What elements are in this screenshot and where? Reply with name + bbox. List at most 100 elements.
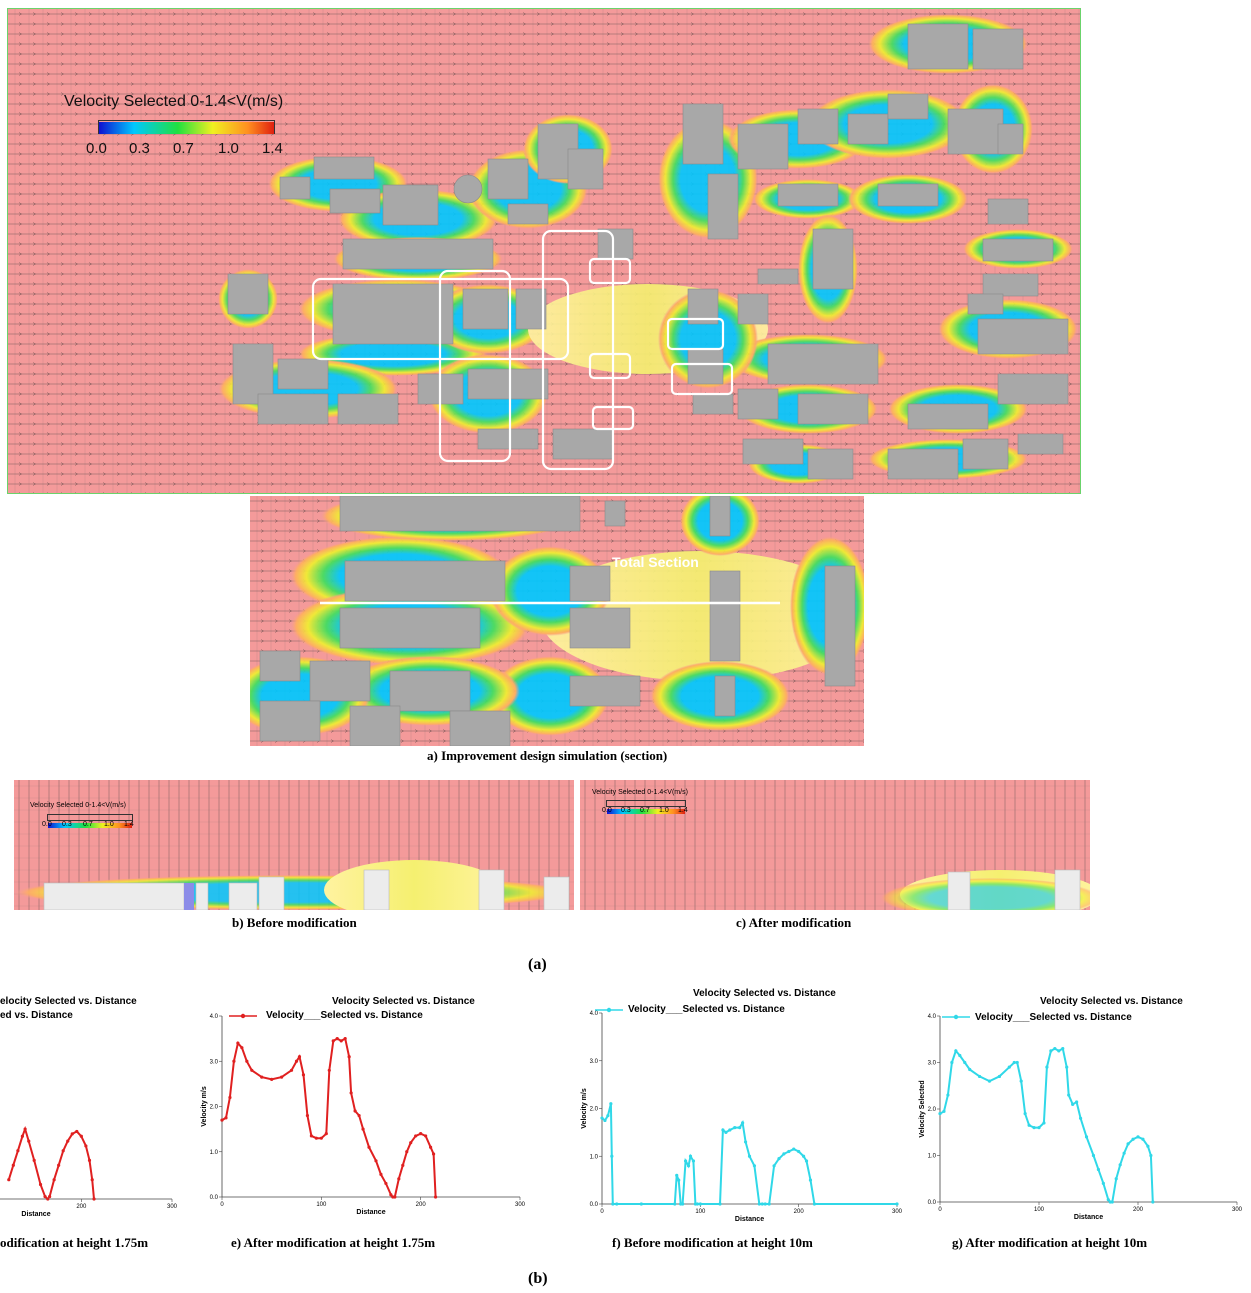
data-point [1071,1102,1075,1106]
data-point [245,1059,249,1063]
x-axis-label: Distance [1074,1214,1103,1220]
chart-caption: odification at height 1.75m [0,1235,149,1250]
data-point [301,1073,306,1077]
data-point [724,1130,728,1134]
data-point [683,1159,688,1163]
data-point [721,1128,725,1132]
data-point [79,1134,83,1138]
data-point [1110,1200,1114,1204]
data-point [812,1202,816,1206]
y-tick-label: 3.0 [928,1061,937,1067]
data-point [260,1075,264,1079]
colorbar-tick: 0.3 [129,140,150,157]
chart-title: Velocity Selected vs. Distance [1040,996,1183,1007]
y-tick-label: 0.0 [928,1200,937,1206]
colorbar-tick: 1.4 [262,140,283,157]
y-tick-label: 1.0 [928,1154,937,1160]
flow-field-after [580,780,1090,910]
data-point [38,1182,43,1187]
colorbar-tick: 1.0 [659,807,669,814]
data-point [90,1178,94,1182]
data-point [1078,1116,1083,1120]
chart-legend: Velocity___Selected vs. Distance [266,1010,423,1021]
data-point [752,1164,757,1168]
data-point [1149,1153,1153,1158]
data-point [309,1134,313,1138]
data-point [11,1163,15,1167]
data-point [801,1154,806,1158]
before-caption: b) Before modification [232,915,357,930]
y-tick-label: 4.0 [590,1011,599,1017]
data-point [270,1077,274,1081]
data-point [804,1159,809,1163]
colorbar-tick: 0.3 [62,821,72,828]
chart-legend: Velocity___Selected vs. Distance [628,1004,785,1015]
colorbar-title: Velocity Selected 0-1.4<V(m/s) [64,93,284,110]
data-point [691,1159,696,1163]
data-point [224,1116,228,1120]
y-tick-label: 0.0 [210,1195,219,1201]
data-point [397,1177,401,1181]
data-point [718,1202,722,1206]
data-point [7,1178,11,1182]
data-point [1101,1181,1105,1185]
y-tick-label: 2.0 [210,1105,219,1111]
series-line [393,1132,437,1198]
data-point [600,1116,604,1120]
flow-field-before [14,780,574,910]
data-point [347,1055,351,1059]
y-axis-label: Velocity Selected [919,1080,926,1137]
x-tick-label: 300 [515,1202,526,1208]
data-point [1037,1126,1041,1130]
data-point [686,1164,691,1168]
data-point [603,1118,607,1123]
data-point [782,1152,786,1156]
data-point [374,1159,378,1163]
data-point [361,1127,365,1131]
data-point [1118,1163,1122,1167]
x-axis-label: Distance [21,1211,50,1218]
data-point [728,1128,732,1132]
data-point [1114,1177,1118,1181]
data-point [808,1178,813,1182]
plan-view-panel: Velocity Selected 0-1.4<V(m/s) 0.0 0.3 0… [7,8,1081,494]
data-point [968,1067,972,1072]
data-point [1023,1112,1027,1116]
series-line [939,1047,1112,1203]
data-point [433,1195,438,1199]
section-caption: a) Improvement design simulation (sectio… [427,748,668,763]
chart-title: Velocity Selected vs. Distance [332,996,475,1007]
x-tick-label: 100 [695,1209,706,1215]
data-point [1096,1167,1100,1172]
data-point [1012,1060,1016,1065]
data-point [401,1163,405,1167]
data-point [20,1134,24,1138]
legend-marker [606,1007,612,1013]
data-point [958,1053,962,1058]
data-point [950,1060,954,1065]
building-clusters [218,14,1078,484]
data-point [610,1154,614,1158]
data-point [698,1202,702,1206]
data-point [48,1194,52,1199]
data-point [767,1202,771,1206]
y-tick-label: 1.0 [590,1154,599,1160]
series-line [48,1130,95,1200]
data-point [741,1121,745,1125]
data-point [895,1202,899,1206]
series-line [7,1125,49,1200]
data-point [787,1149,791,1154]
legend-marker [953,1014,959,1020]
colorbar-tick: 0.0 [42,821,52,828]
colorbar-tick: 0.7 [640,807,650,814]
data-point [673,1202,677,1206]
x-tick-label: 300 [1232,1207,1243,1213]
data-point [1126,1142,1130,1146]
x-tick-label: 0 [220,1202,224,1208]
series-line [221,1037,394,1198]
chart-title: elocity Selected vs. Distance [0,996,137,1007]
data-point [1067,1093,1071,1097]
